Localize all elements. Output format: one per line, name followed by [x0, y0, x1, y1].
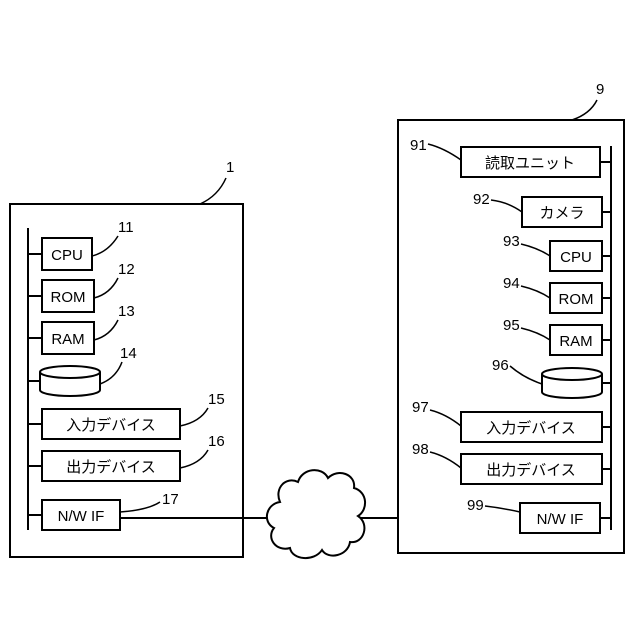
right-ram-ref: 95 [503, 317, 520, 334]
left-rom-label: ROM [51, 289, 86, 306]
right-reader-unit-label: 読取ユニット [485, 154, 575, 172]
right-storage-ref: 96 [492, 357, 509, 374]
right-nw-if-label: N/W IF [537, 511, 584, 528]
right-camera-ref: 92 [473, 191, 490, 208]
right-rom-ref: 94 [503, 275, 520, 292]
right-output-device-label: 出力デバイス [486, 461, 576, 479]
right-device-leader [572, 100, 597, 120]
left-rom-ref: 12 [118, 261, 135, 278]
left-output-device-ref: 16 [208, 433, 225, 450]
right-input-device-label: 入力デバイス [486, 419, 576, 437]
left-storage-cylinder [40, 366, 100, 396]
left-input-device-ref: 15 [208, 391, 225, 408]
left-device-ref: 1 [226, 159, 234, 176]
left-ram-ref: 13 [118, 303, 135, 320]
right-storage-cylinder [542, 368, 602, 398]
left-cpu-label: CPU [51, 247, 83, 264]
left-nw-if-ref: 17 [162, 491, 179, 508]
right-cpu-ref: 93 [503, 233, 520, 250]
left-storage-ref: 14 [120, 345, 137, 362]
right-cpu-label: CPU [560, 249, 592, 266]
right-nw-if-ref: 99 [467, 497, 484, 514]
left-ram-label: RAM [51, 331, 84, 348]
left-output-device-label: 出力デバイス [66, 458, 156, 476]
right-rom-label: ROM [559, 291, 594, 308]
right-input-device-ref: 97 [412, 399, 429, 416]
left-cpu-ref: 11 [118, 219, 134, 236]
right-device-ref: 9 [596, 81, 604, 98]
right-output-device-ref: 98 [412, 441, 429, 458]
right-camera-label: カメラ [539, 204, 584, 222]
right-reader-unit-ref: 91 [410, 137, 427, 154]
right-ram-label: RAM [559, 333, 592, 350]
left-input-device-label: 入力デバイス [66, 416, 156, 434]
left-device-leader [200, 178, 226, 204]
network-cloud-icon [267, 470, 365, 558]
left-nw-if-label: N/W IF [58, 508, 105, 525]
